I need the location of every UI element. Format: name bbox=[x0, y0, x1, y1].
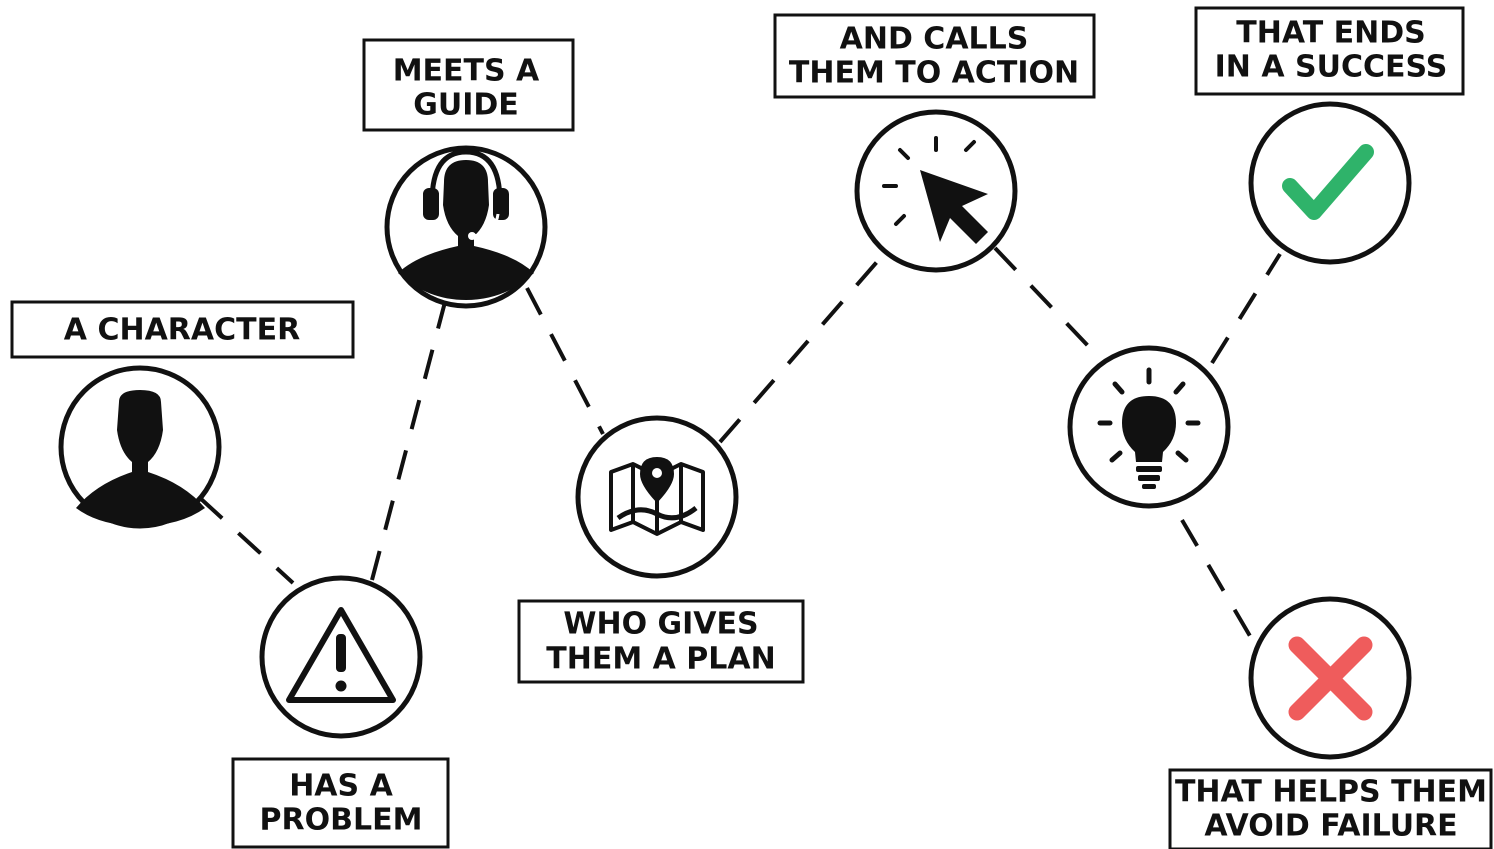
label-action-line2: THEM TO ACTION bbox=[789, 56, 1079, 91]
label-box-action bbox=[773, 13, 1096, 99]
connectors bbox=[198, 246, 1282, 638]
connector-plan-action bbox=[718, 253, 885, 444]
cursor-click-icon bbox=[882, 136, 988, 244]
step-problem: HAS A PROBLEM bbox=[231, 575, 450, 849]
label-problem-line1: HAS A bbox=[289, 769, 393, 804]
label-plan-line2: THEM A PLAN bbox=[546, 642, 775, 677]
label-box-character bbox=[10, 300, 355, 359]
label-failure-line1: THAT HELPS THEM bbox=[1175, 775, 1487, 810]
label-box-success bbox=[1194, 6, 1465, 96]
label-success-line2: IN A SUCCESS bbox=[1215, 50, 1448, 85]
label-box-guide bbox=[362, 38, 575, 132]
step-character: A CHARACTER bbox=[10, 300, 355, 529]
label-guide-line2: GUIDE bbox=[413, 88, 519, 123]
checkmark-icon bbox=[1282, 144, 1374, 220]
label-character-line1: A CHARACTER bbox=[64, 313, 300, 348]
step-insight bbox=[1067, 345, 1231, 509]
label-action-line1: AND CALLS bbox=[840, 22, 1029, 57]
step-guide: MEETS A GUIDE bbox=[362, 38, 575, 309]
step-failure: THAT HELPS THEM AVOID FAILURE bbox=[1168, 596, 1493, 849]
map-pin-icon bbox=[609, 457, 705, 536]
step-plan: WHO GIVES THEM A PLAN bbox=[517, 415, 805, 684]
label-box-plan bbox=[517, 599, 805, 684]
label-problem-line2: PROBLEM bbox=[260, 803, 423, 838]
step-action: AND CALLS THEM TO ACTION bbox=[773, 13, 1096, 273]
label-box-failure bbox=[1168, 768, 1493, 849]
headset-person-icon bbox=[398, 149, 534, 300]
connector-insight-success bbox=[1210, 252, 1282, 365]
connector-action-insight bbox=[993, 246, 1094, 352]
connector-problem-guide bbox=[370, 301, 447, 581]
label-success-line1: THAT ENDS bbox=[1236, 16, 1425, 51]
person-silhouette-icon bbox=[76, 390, 205, 526]
step-success: THAT ENDS IN A SUCCESS bbox=[1194, 6, 1465, 265]
x-mark-icon bbox=[1288, 636, 1373, 721]
connector-character-problem bbox=[198, 496, 295, 585]
connector-insight-failure bbox=[1180, 518, 1252, 638]
lightbulb-icon bbox=[1097, 367, 1201, 489]
label-plan-line1: WHO GIVES bbox=[563, 607, 758, 642]
label-guide-line1: MEETS A bbox=[393, 54, 540, 89]
connector-guide-plan bbox=[525, 287, 605, 435]
warning-triangle-icon bbox=[286, 607, 396, 703]
label-box-problem bbox=[231, 757, 450, 849]
label-failure-line2: AVOID FAILURE bbox=[1204, 809, 1457, 844]
